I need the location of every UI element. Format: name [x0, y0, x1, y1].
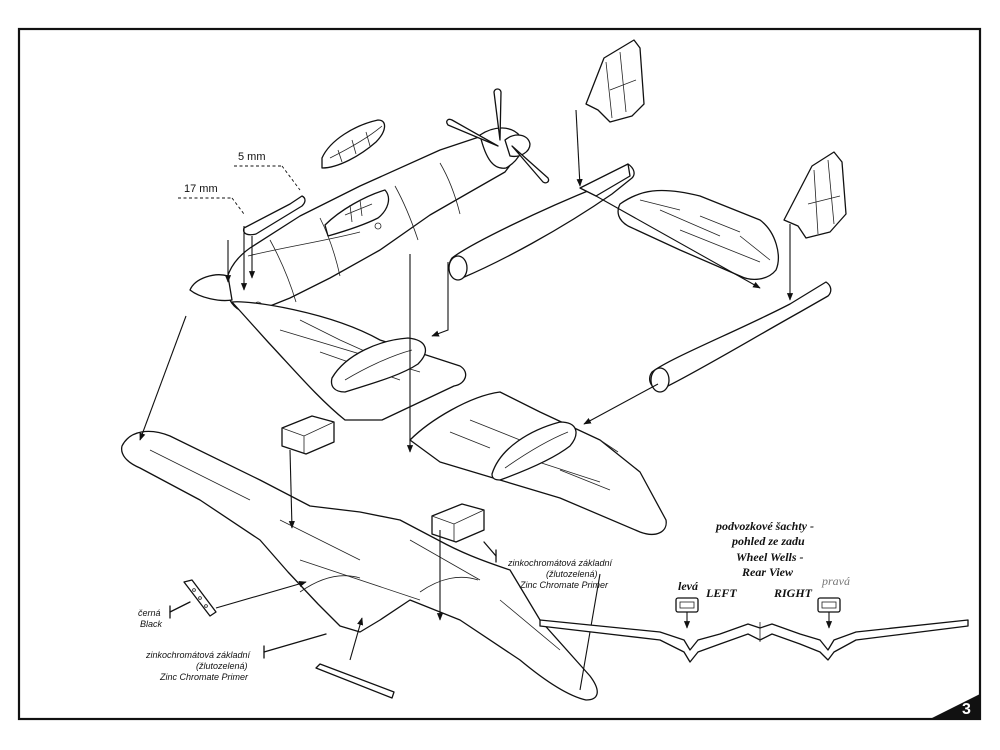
canopy — [321, 119, 386, 169]
black-cz: černá — [138, 608, 161, 618]
wheel-well-boxes — [281, 415, 485, 543]
primer-upper-cz2: (žlutozelená) — [546, 569, 598, 579]
right-nacelle — [491, 421, 577, 481]
strip-parts — [183, 579, 395, 699]
fuselage — [225, 127, 531, 313]
primer-lower-en: Zinc Chromate Primer — [159, 672, 249, 682]
primer-upper-en: Zinc Chromate Primer — [519, 580, 609, 590]
ww-title-line3: Wheel Wells - — [736, 550, 804, 564]
label-leva: levá — [678, 579, 699, 593]
callout-primer-upper: zinkochromátová základní (žlutozelená) Z… — [483, 541, 614, 590]
dimension-5mm: 5 mm — [238, 151, 266, 163]
page-frame — [17, 27, 982, 721]
dimension-labels: 17 mm 5 mm — [178, 151, 301, 215]
propeller — [446, 88, 550, 184]
primer-lower-cz: zinkochromátová základní — [145, 650, 252, 660]
stabilizer-parts — [189, 195, 306, 302]
assembly-arrows — [139, 109, 794, 691]
lower-wing — [120, 430, 598, 701]
ww-title-line2: pohled ze zadu — [731, 534, 805, 548]
left-nacelle — [330, 337, 427, 393]
black-en: Black — [140, 619, 163, 629]
label-prava: pravá — [821, 574, 850, 588]
page-number: 3 — [962, 701, 971, 718]
wheel-wells-rear-view — [539, 597, 969, 663]
primer-upper-cz: zinkochromátová základní — [507, 558, 614, 568]
dimension-17mm: 17 mm — [184, 183, 218, 195]
page-number-corner: 3 — [930, 694, 980, 719]
wheel-wells-title: podvozkové šachty - pohled ze zadu Wheel… — [715, 519, 814, 579]
wheel-wells-labels: levá LEFT RIGHT pravá — [678, 574, 850, 600]
callout-primer-lower: zinkochromátová základní (žlutozelená) Z… — [145, 633, 327, 682]
callout-black: černá Black — [138, 601, 191, 629]
vertical-fins — [585, 39, 847, 239]
label-left: LEFT — [705, 586, 737, 600]
ww-title-line4: Rear View — [741, 565, 794, 579]
tail-booms — [448, 163, 832, 393]
primer-lower-cz2: (žlutozelená) — [196, 661, 248, 671]
tailplane — [617, 189, 779, 281]
label-right: RIGHT — [773, 586, 813, 600]
ww-title-line1: podvozkové šachty - — [715, 519, 814, 533]
